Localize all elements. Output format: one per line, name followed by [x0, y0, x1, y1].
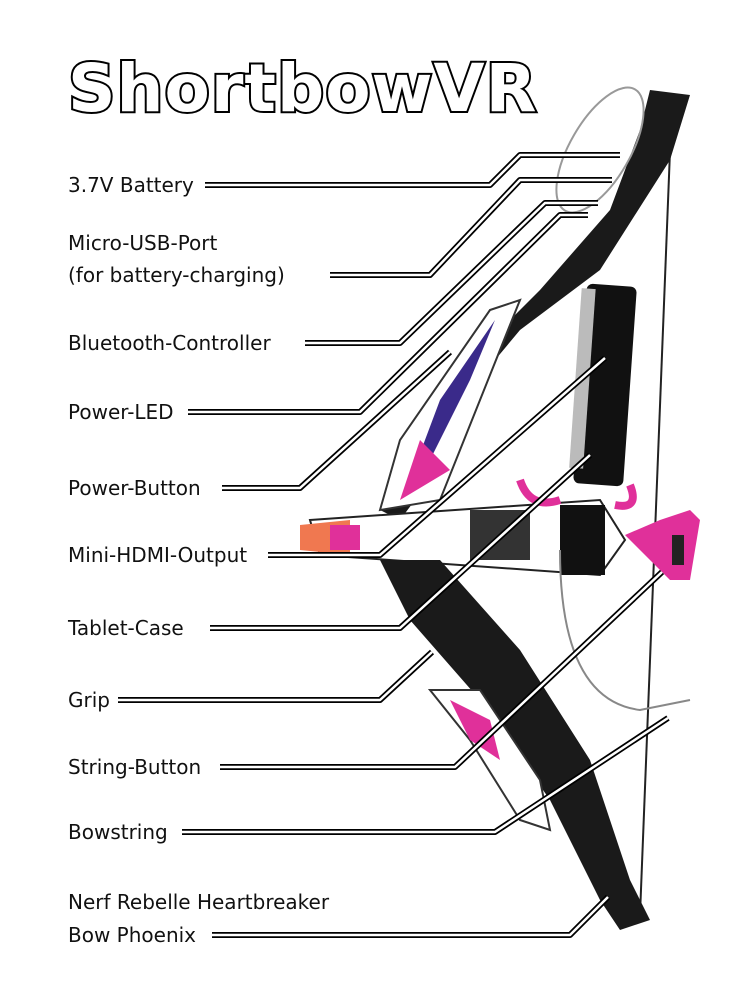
label-tablet-case: Tablet-Case [68, 616, 184, 640]
label-bluetooth-controller: Bluetooth-Controller [68, 331, 271, 355]
label-grip: Grip [68, 688, 110, 712]
string-button-mount [625, 510, 700, 580]
label-usb-port: Micro-USB-Port [68, 231, 218, 255]
label-power-button: Power-Button [68, 476, 201, 500]
label-battery: 3.7V Battery [68, 173, 194, 197]
bowstring-line [639, 99, 673, 916]
label-mini-hdmi: Mini-HDMI-Output [68, 543, 248, 567]
label-string-button: String-Button [68, 755, 202, 779]
label-power-led: Power-LED [68, 400, 174, 424]
label-bow-model: Nerf Rebelle Heartbreaker [68, 890, 330, 914]
label-usb-port-note: (for battery-charging) [68, 263, 285, 287]
label-bowstring: Bowstring [68, 820, 168, 844]
callout-arrows [118, 152, 670, 938]
page-title: ShortbowVR [66, 48, 538, 129]
label-bow-model-line2: Bow Phoenix [68, 923, 197, 947]
